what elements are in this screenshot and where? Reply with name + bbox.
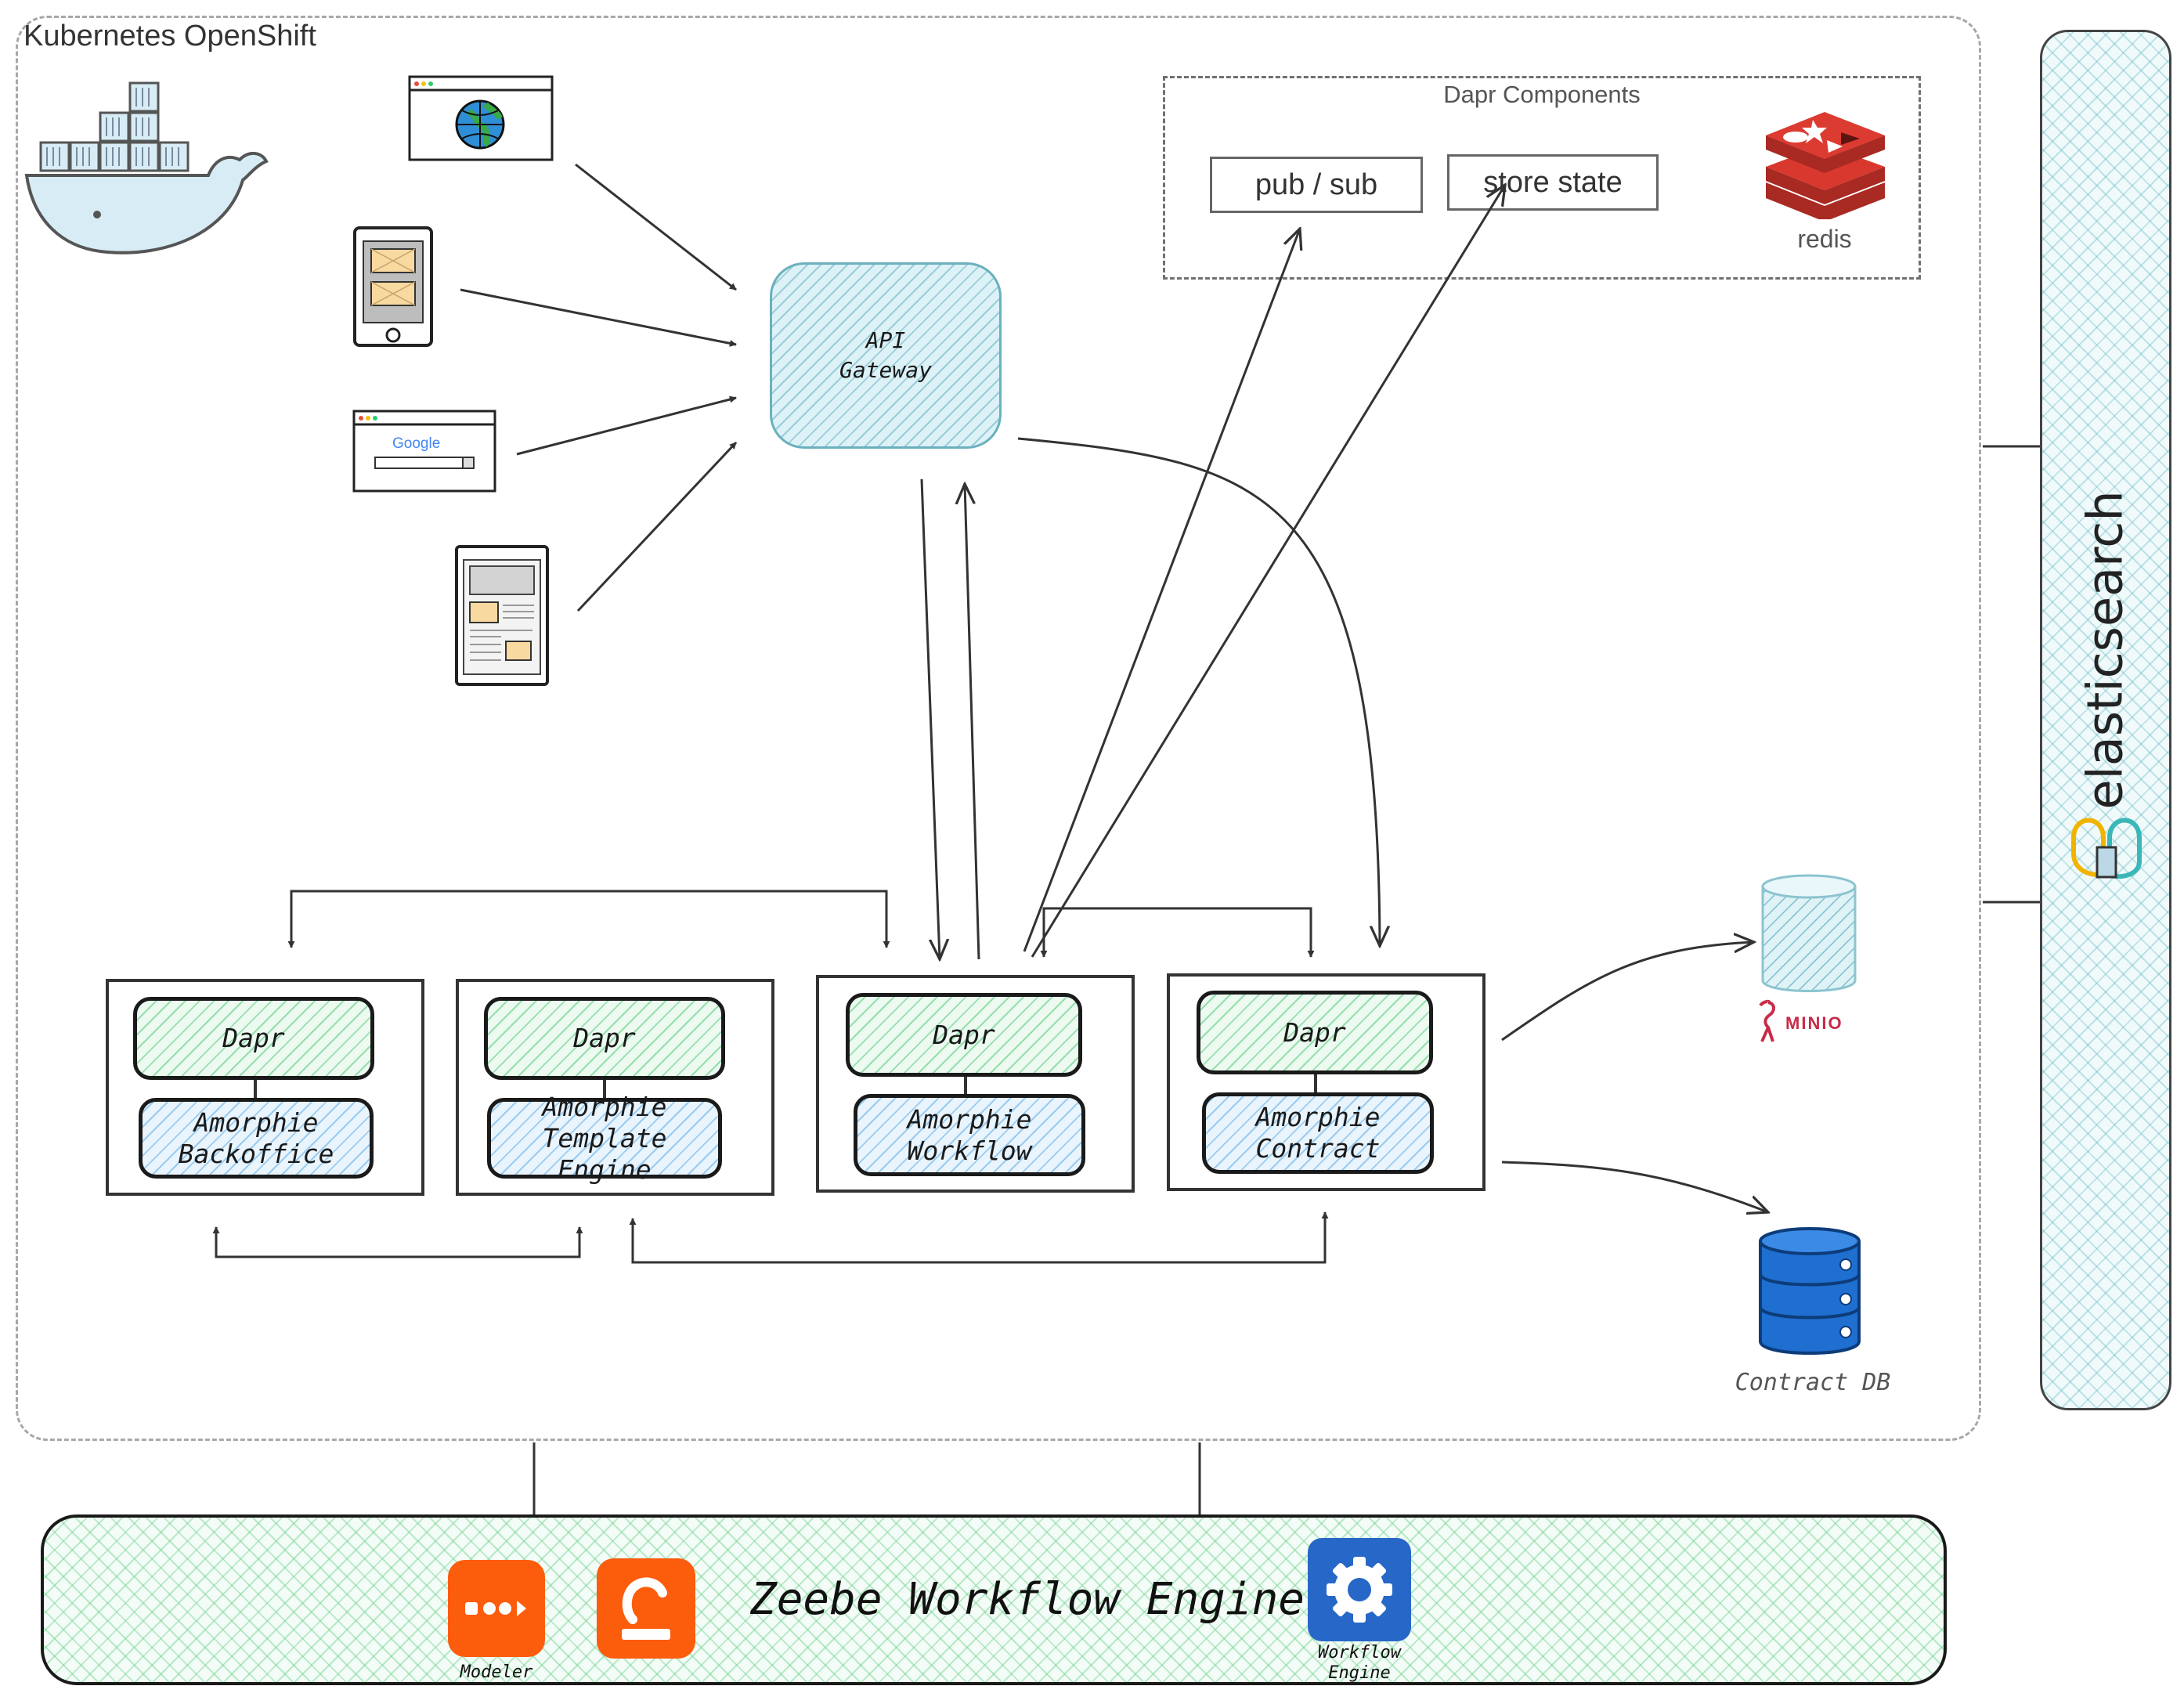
api-gateway-line1: API [865, 327, 906, 353]
api-gateway: API Gateway [770, 262, 1002, 449]
api-gateway-line2: Gateway [839, 357, 932, 383]
template-contract-link [629, 1211, 1329, 1264]
docker-whale-icon [24, 81, 269, 255]
zeebe-title: Zeebe Workflow Engine [750, 1574, 1305, 1625]
contract-db-icon [1759, 1227, 1861, 1355]
camunda-logo-icon [597, 1558, 695, 1659]
elasticsearch-bar [2040, 30, 2171, 1410]
dapr-sidecar-template-engine: Dapr [484, 997, 725, 1080]
sidecar-connector [1314, 1074, 1317, 1093]
backoffice-workflow-link [287, 890, 890, 948]
dapr-sidecar-contract: Dapr [1197, 991, 1433, 1074]
web-browser-client-icon [408, 75, 554, 161]
dapr-components-title: Dapr Components [1443, 81, 1641, 108]
workflow-to-store-state-arrow [1031, 185, 1505, 958]
backoffice-template-link [212, 1226, 583, 1258]
mobile-client-icon [353, 226, 433, 347]
minio-flamingo-icon [1759, 999, 1775, 1042]
web-client-to-gateway-arrow [575, 163, 737, 291]
search-client-to-gateway-arrow [516, 395, 737, 456]
google-logo-text: Google [392, 435, 440, 452]
minio-label: MINIO [1785, 1013, 1843, 1033]
minio-storage-icon [1761, 874, 1857, 992]
elasticsearch-logo-icon [2071, 818, 2142, 879]
dapr-sidecar-workflow: Dapr [846, 993, 1082, 1077]
workflow-contract-link [1040, 907, 1315, 958]
tablet-client-to-gateway-arrow [576, 441, 738, 612]
workflow-to-gateway-arrow [965, 484, 980, 960]
redis-label: redis [1797, 225, 1852, 253]
contract-to-db-arrow [1501, 1161, 1768, 1212]
zeebe-workflow-engine-bar [41, 1514, 1947, 1685]
cluster-label: Kubernetes OpenShift [23, 20, 316, 52]
tablet-client-icon [455, 545, 549, 686]
camunda-modeler-icon [448, 1560, 545, 1657]
workflow-to-pubsub-arrow [1023, 229, 1300, 952]
dapr-sidecar-backoffice: Dapr [133, 997, 374, 1080]
sidecar-connector [964, 1077, 967, 1094]
sidecar-connector [603, 1080, 606, 1099]
gateway-to-contract-arrow [1017, 437, 1380, 946]
kubernetes-cluster-boundary [16, 16, 1981, 1441]
modeler-label: Modeler [460, 1662, 533, 1682]
contract-db-label: Contract DB [1735, 1369, 1891, 1396]
pubsub-component: pub / sub [1210, 157, 1423, 213]
dapr-components-group [1163, 76, 1921, 280]
search-browser-client-icon: Google [352, 410, 496, 493]
workflow-engine-icon [1308, 1538, 1411, 1641]
gateway-to-workflow-arrow [920, 478, 940, 959]
redis-icon [1766, 112, 1885, 219]
sidecar-connector [254, 1080, 257, 1099]
mobile-client-to-gateway-arrow [460, 288, 737, 347]
contract-to-minio-arrow [1501, 942, 1754, 1042]
